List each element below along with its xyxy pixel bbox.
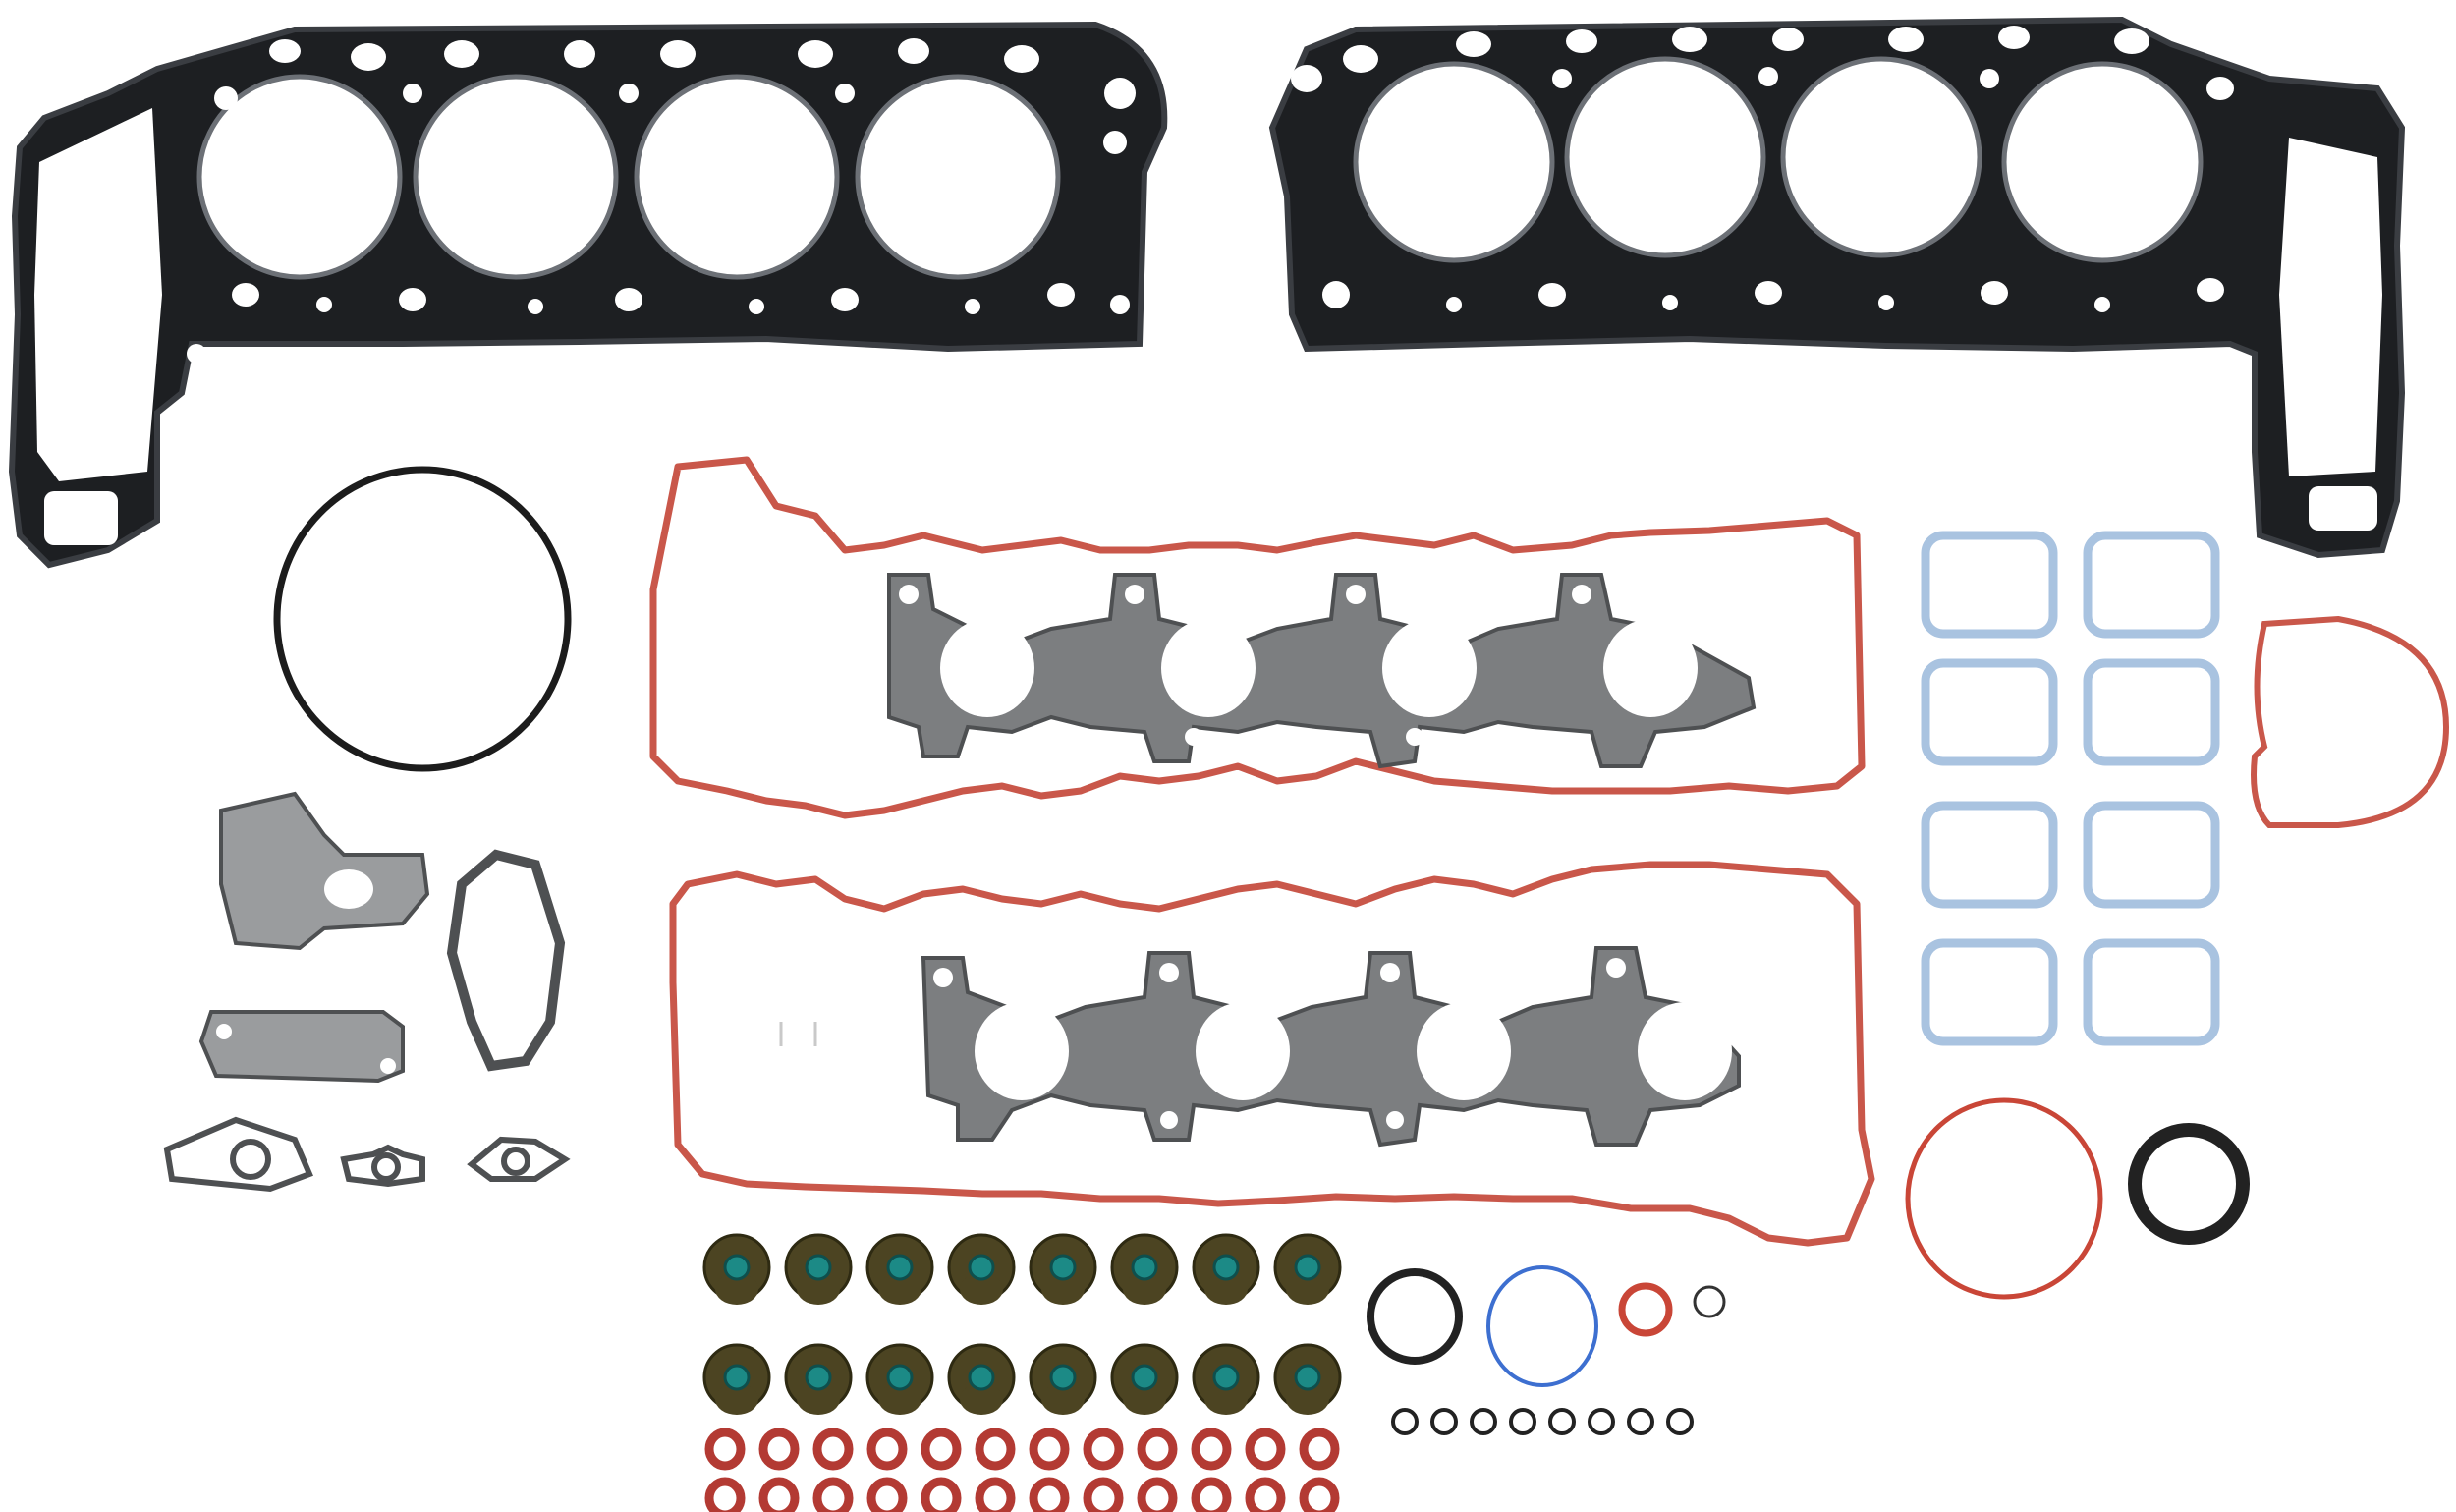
small-o-ring <box>1588 1408 1615 1435</box>
valve-stem-seal-ring <box>975 1477 1016 1512</box>
valve-stem-seal-ring <box>1137 1428 1178 1471</box>
gasket-marking <box>779 1022 817 1046</box>
valve-stem-seal-ring <box>866 1428 908 1471</box>
small-o-ring <box>1509 1408 1536 1435</box>
small-o-rings <box>1391 1408 1694 1435</box>
flange-hole <box>371 1152 401 1182</box>
valve-stem-seal <box>784 1233 853 1305</box>
right-head-gasket <box>1268 16 2406 559</box>
thin-o-ring <box>1693 1285 1726 1318</box>
red-o-ring <box>1618 1282 1673 1337</box>
valve-stem-seal <box>865 1233 934 1305</box>
valve-stem-seal <box>1273 1343 1342 1415</box>
valve-cover-gasket-upper <box>649 456 1866 819</box>
water-outlet-gasket <box>446 849 566 1072</box>
intake-seal <box>2083 531 2220 639</box>
blue-o-ring <box>1486 1265 1598 1387</box>
valve-stem-seal-ring <box>1083 1477 1124 1512</box>
valve-stem-seal <box>1192 1343 1260 1415</box>
black-ring-seal <box>2128 1123 2250 1245</box>
valve-stem-seal-ring <box>1299 1477 1340 1512</box>
valve-stem-seal-ring <box>704 1477 746 1512</box>
small-o-ring <box>1391 1408 1419 1435</box>
valve-stem-seal <box>1110 1233 1179 1305</box>
intake-seal <box>2083 938 2220 1046</box>
valve-stem-seal <box>784 1343 853 1415</box>
valve-stem-seal-ring <box>1191 1428 1232 1471</box>
valve-stem-seal-ring <box>812 1477 854 1512</box>
intake-seal <box>1921 801 2058 909</box>
valve-stem-seal-ring <box>758 1428 800 1471</box>
valve-stem-seal-ring <box>758 1477 800 1512</box>
valve-cover-gasket-lower <box>669 861 1875 1247</box>
valve-stem-seal-ring <box>921 1477 962 1512</box>
intake-seal <box>1921 938 2058 1046</box>
valve-stem-seal-ring <box>1191 1477 1232 1512</box>
large-red-o-ring <box>1905 1097 2103 1300</box>
intake-seal <box>2083 801 2220 909</box>
flange-hole <box>501 1147 530 1176</box>
valve-stem-seal-ring <box>866 1477 908 1512</box>
small-o-ring <box>1627 1408 1654 1435</box>
small-o-ring <box>1548 1408 1576 1435</box>
valve-stem-seal <box>1110 1343 1179 1415</box>
small-o-ring <box>1666 1408 1694 1435</box>
valve-stem-seal-ring <box>975 1428 1016 1471</box>
small-o-ring <box>1430 1408 1458 1435</box>
left-head-gasket <box>8 21 1168 569</box>
valve-stem-seal-rings <box>704 1428 1340 1512</box>
valve-stem-seal <box>1029 1233 1097 1305</box>
flange-gasket <box>340 1144 425 1188</box>
intake-seal <box>1921 531 2058 639</box>
valve-stem-seal-ring <box>812 1428 854 1471</box>
valve-stem-seal-ring <box>1299 1428 1340 1471</box>
valve-stem-seal <box>702 1343 771 1415</box>
valve-stem-seal <box>947 1343 1016 1415</box>
intake-port-seals <box>1921 531 2220 1046</box>
thermostat-plate-gasket <box>198 1010 405 1084</box>
intake-seal <box>2083 658 2220 766</box>
valve-stem-seal-ring <box>921 1428 962 1471</box>
valve-stem-seal-ring <box>1245 1428 1286 1471</box>
small-o-ring <box>1470 1408 1497 1435</box>
black-o-ring <box>1367 1268 1463 1365</box>
valve-stem-seals <box>702 1233 1342 1415</box>
large-black-ring <box>273 466 572 772</box>
flange-gasket <box>163 1116 313 1193</box>
valve-stem-seal <box>1273 1233 1342 1305</box>
valve-stem-seal <box>702 1233 771 1305</box>
valve-stem-seal-ring <box>1137 1477 1178 1512</box>
egr-gasket-plate <box>219 791 430 951</box>
exhaust-manifold-gasket-upper <box>887 573 1757 769</box>
small-flange-gaskets <box>163 1116 571 1193</box>
valve-stem-seal-ring <box>1029 1477 1070 1512</box>
valve-stem-seal <box>1029 1343 1097 1415</box>
valve-stem-seal <box>865 1343 934 1415</box>
valve-stem-seal-ring <box>1083 1428 1124 1471</box>
valve-stem-seal <box>1192 1233 1260 1305</box>
valve-stem-seal-ring <box>704 1428 746 1471</box>
throttle-body-seal <box>2251 615 2450 828</box>
exhaust-manifold-gasket-lower <box>921 946 1741 1148</box>
intake-seal <box>1921 658 2058 766</box>
flange-gasket <box>467 1136 571 1182</box>
valve-stem-seal-ring <box>1245 1477 1286 1512</box>
flange-hole <box>230 1139 271 1180</box>
valve-stem-seal <box>947 1233 1016 1305</box>
valve-stem-seal-ring <box>1029 1428 1070 1471</box>
